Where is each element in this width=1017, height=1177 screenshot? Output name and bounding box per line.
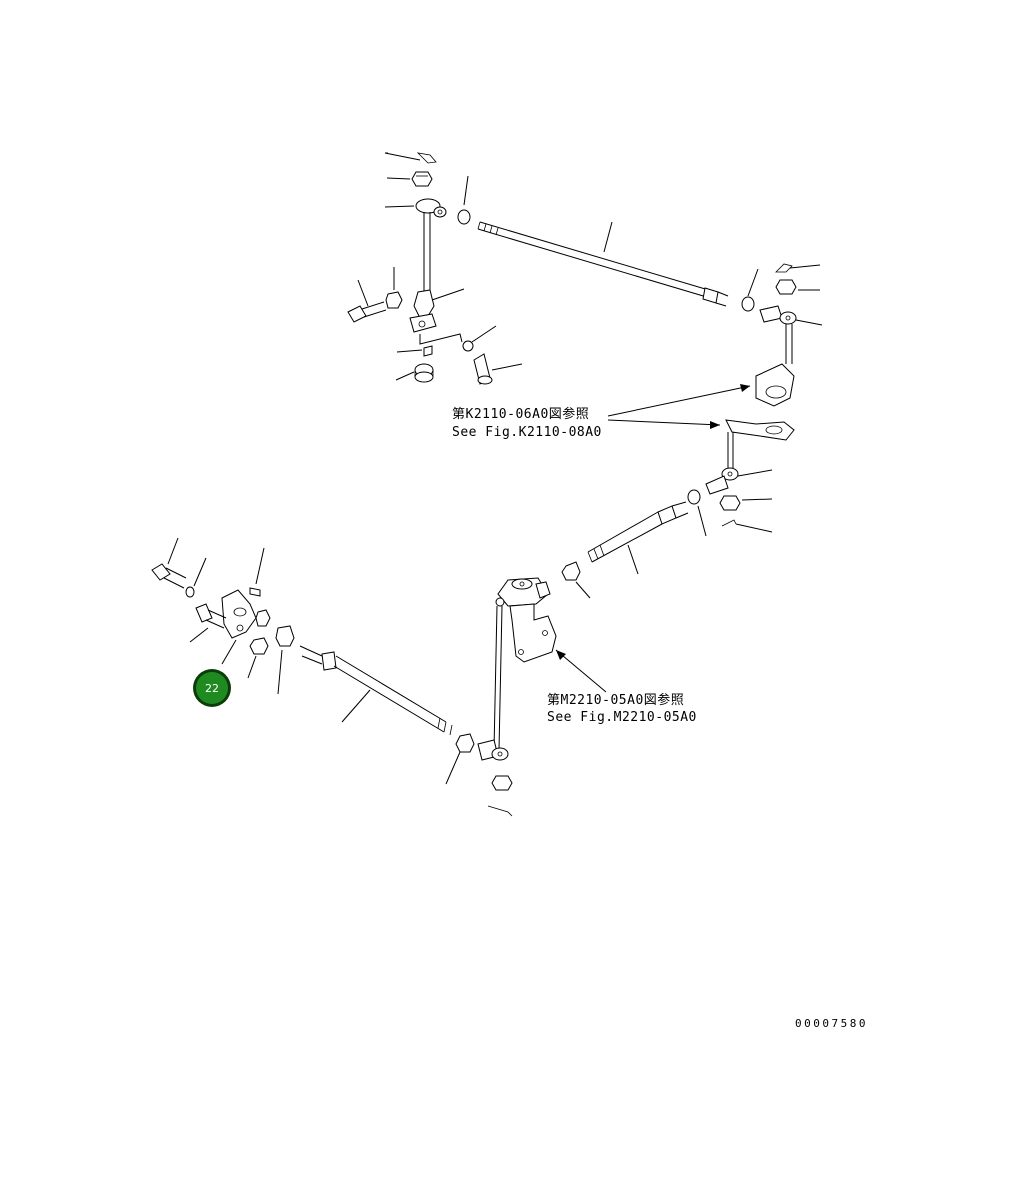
center-bracket xyxy=(493,577,607,751)
callout-badge-label: 22 xyxy=(205,682,219,695)
upper-rod xyxy=(477,221,729,307)
upper-reference-en: See Fig.K2110-08A0 xyxy=(452,425,602,440)
upper-reference-arrows xyxy=(607,384,751,429)
lower-left-cluster xyxy=(151,537,295,695)
lower-reference-jp: 第M2210-05A0図参照 xyxy=(547,692,684,708)
middle-rod xyxy=(561,501,689,599)
upper-left-cluster xyxy=(347,152,523,385)
callout-badge-22[interactable]: 22 xyxy=(193,669,231,707)
lower-rod xyxy=(299,645,513,817)
upper-reference-jp: 第K2110-06A0図参照 xyxy=(452,406,589,422)
lower-reference-en: See Fig.M2210-05A0 xyxy=(547,710,697,725)
upper-right-cluster xyxy=(741,263,823,407)
document-number: 00007580 xyxy=(795,1017,868,1030)
middle-right-cluster xyxy=(687,419,795,537)
